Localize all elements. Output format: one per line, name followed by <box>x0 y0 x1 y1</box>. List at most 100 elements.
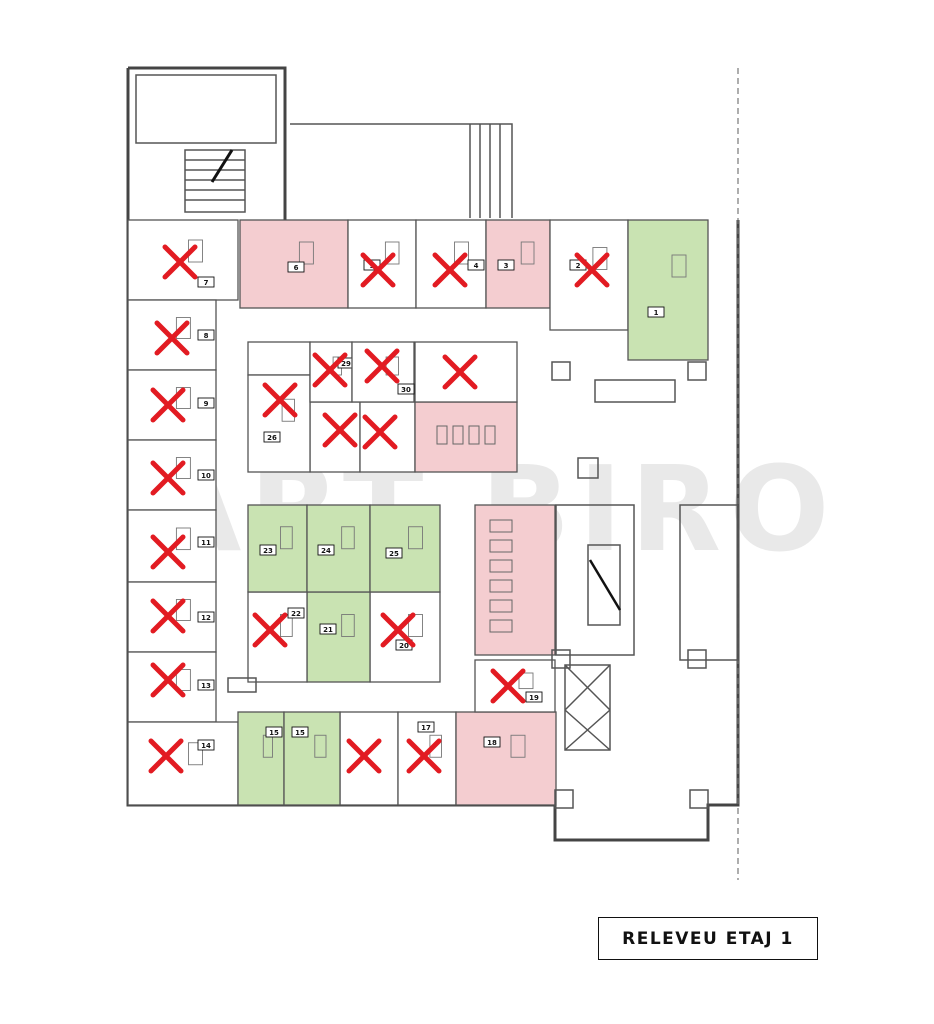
cross-stroke <box>312 352 348 388</box>
cross-stroke <box>380 612 416 648</box>
room-unnumbered <box>247 341 311 376</box>
cross-stroke <box>346 738 382 774</box>
room-number: 11 <box>201 539 211 547</box>
room-label-box <box>197 536 215 548</box>
room-30: 30 <box>351 341 415 403</box>
cross-mark-room-11 <box>150 534 186 570</box>
room-number: 18 <box>487 739 497 747</box>
cross-stroke <box>162 244 198 280</box>
room-outline <box>247 504 308 593</box>
table-desk <box>452 425 464 445</box>
stair-block-top <box>135 74 513 218</box>
desk <box>341 614 355 637</box>
cross-mark <box>442 354 478 390</box>
desk <box>408 526 423 550</box>
desk <box>384 241 400 265</box>
cross-stroke <box>150 387 186 423</box>
room-15: 15 <box>283 711 341 806</box>
cross-stroke <box>262 382 298 418</box>
room-outline <box>369 504 441 593</box>
room-label-box <box>197 469 215 481</box>
room-number: 17 <box>421 724 431 732</box>
room-label-box <box>197 739 215 751</box>
room-number: 14 <box>201 742 211 750</box>
room-number: 30 <box>401 386 411 394</box>
table-desk <box>468 425 480 445</box>
room-label-box <box>291 726 309 738</box>
desk <box>281 398 295 422</box>
room-6: 6 <box>239 219 349 309</box>
core <box>227 361 739 809</box>
cross-mark-room-2 <box>574 252 610 288</box>
room-label-box <box>497 259 515 271</box>
room-label-box <box>417 721 435 733</box>
room-number: 15 <box>269 729 279 737</box>
room-number: 23 <box>263 547 273 555</box>
table-desk <box>489 519 513 533</box>
room-outline <box>627 219 709 361</box>
cross-mark <box>322 412 358 448</box>
room-outline <box>485 219 551 309</box>
room-label-box <box>197 329 215 341</box>
room-label-box <box>397 383 415 395</box>
cross-mark-room-8 <box>154 320 190 356</box>
room-outline <box>455 711 557 806</box>
rooms: 7654321891011121314151517181920212223242… <box>127 219 709 806</box>
room-number: 1 <box>654 309 659 317</box>
cross-mark-room-9 <box>150 387 186 423</box>
room-number: 6 <box>294 264 299 272</box>
room-number: 19 <box>529 694 539 702</box>
room-number: 26 <box>267 434 277 442</box>
room-label-box <box>259 544 277 556</box>
room-outline <box>306 504 371 593</box>
room-outline <box>283 711 341 806</box>
cross-mark-room-13 <box>150 662 186 698</box>
room-label-box <box>319 623 337 635</box>
cross-mark-room-20 <box>380 612 416 648</box>
room-18: 18 <box>455 711 557 806</box>
table-desk <box>489 619 513 633</box>
room-number: 12 <box>201 614 211 622</box>
room-number: 21 <box>323 626 333 634</box>
room-label-box <box>263 431 281 443</box>
cross-mark-room-4 <box>432 252 468 288</box>
cross-stroke <box>322 412 358 448</box>
cross-stroke <box>574 252 610 288</box>
cross-mark <box>362 414 398 450</box>
room-24: 24 <box>306 504 371 593</box>
room-outline <box>127 721 239 806</box>
cross-mark-room-10 <box>150 460 186 496</box>
room-label-box <box>467 259 485 271</box>
room-8: 8 <box>127 299 217 371</box>
desk <box>188 742 203 766</box>
room-number: 3 <box>504 262 509 270</box>
table-desk <box>489 539 513 553</box>
room-1: 1 <box>627 219 709 361</box>
desk <box>314 734 327 758</box>
room-number: 10 <box>201 472 211 480</box>
desk <box>518 672 534 690</box>
room-label-box <box>647 306 665 318</box>
desk <box>671 254 687 278</box>
cross-stroke <box>148 738 184 774</box>
desk <box>280 526 293 550</box>
cross-mark-room-22 <box>252 612 288 648</box>
room-number: 9 <box>204 400 209 408</box>
table-desk <box>489 599 513 613</box>
cross-stroke <box>150 534 186 570</box>
cross-mark-room-14 <box>148 738 184 774</box>
desk <box>408 614 423 637</box>
room-number: 29 <box>341 360 351 368</box>
room-label-box <box>385 547 403 559</box>
cross-stroke <box>490 668 526 704</box>
cross-mark-room-12 <box>150 598 186 634</box>
room-number: 15 <box>295 729 305 737</box>
room-label-box <box>525 691 543 703</box>
cross-stroke <box>432 252 468 288</box>
cross-mark-room-5 <box>360 252 396 288</box>
table-desk <box>489 559 513 573</box>
cross-stroke <box>150 662 186 698</box>
room-14: 14 <box>127 721 239 806</box>
room-number: 25 <box>389 550 399 558</box>
